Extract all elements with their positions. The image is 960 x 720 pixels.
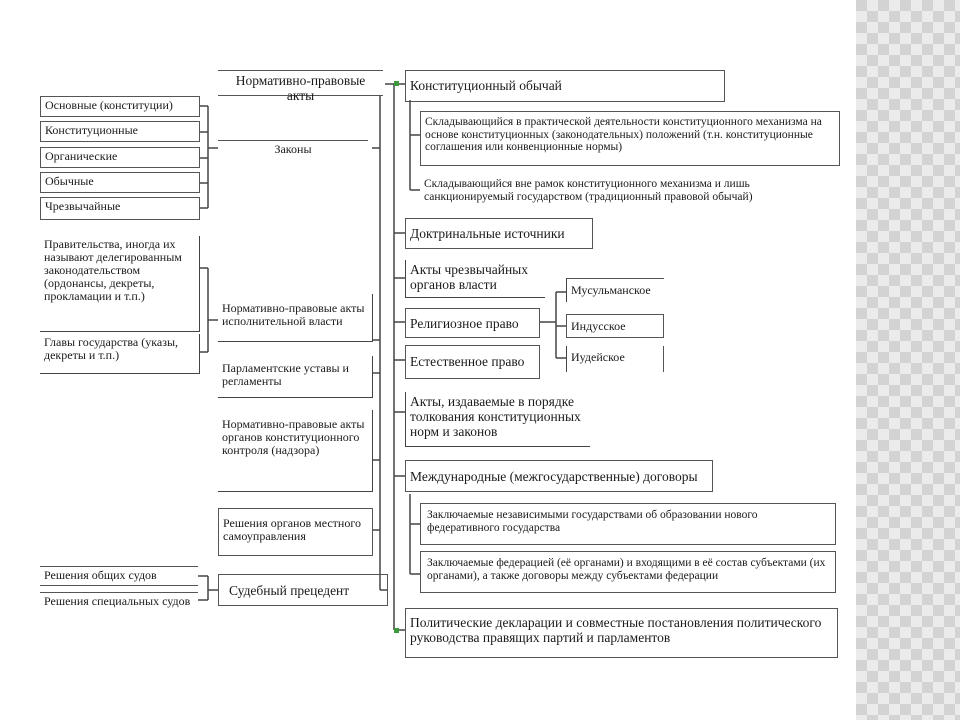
decorative-side-panel xyxy=(856,0,960,720)
judicial-precedent: Судебный прецедент xyxy=(218,574,388,606)
doctrinal-sources: Доктринальные источники xyxy=(405,218,593,249)
special-courts-decisions: Решения специальных судов xyxy=(40,592,198,612)
religious-jewish: Иудейское xyxy=(566,346,664,372)
law-type-organic: Органические xyxy=(40,147,200,168)
general-courts-decisions: Решения общих судов xyxy=(40,566,198,586)
local-government-decisions: Решения органов местного самоуправления xyxy=(218,508,373,556)
natural-law: Естественное право xyxy=(405,345,540,379)
treaty-new-federation: Заключаемые независимыми государствами о… xyxy=(420,503,836,545)
religious-law: Религиозное право xyxy=(405,308,540,338)
law-type-basic: Основные (конституции) xyxy=(40,96,200,117)
connector-lines xyxy=(198,81,566,633)
constitutional-custom: Конституционный обычай xyxy=(405,70,725,102)
parliament-regulations: Парламентские уставы и регламенты xyxy=(218,356,373,398)
political-declarations: Политические декларации и совместные пос… xyxy=(405,608,838,658)
custom-traditional: Складывающийся вне рамок конституционног… xyxy=(424,178,753,203)
root-normative-acts: Нормативно-правовые акты xyxy=(218,70,383,103)
constitutional-control-acts: Нормативно-правовые акты органов констит… xyxy=(218,410,373,492)
religious-hindu: Индусское xyxy=(566,314,664,338)
religious-muslim: Мусульманское xyxy=(566,278,664,302)
law-type-ordinary: Обычные xyxy=(40,172,200,193)
custom-practical: Складывающийся в практической деятельнос… xyxy=(420,111,840,166)
law-type-emergency: Чрезвычайные xyxy=(40,197,200,220)
law-type-constitutional: Конституционные xyxy=(40,121,200,142)
executive-government-acts: Правительства, иногда их называют делеги… xyxy=(40,236,200,332)
international-treaties: Международные (межгосударственные) догов… xyxy=(405,460,713,492)
executive-head-of-state-acts: Главы государства (указы, декреты и т.п.… xyxy=(40,334,200,374)
treaty-federation-subjects: Заключаемые федерацией (её органами) и в… xyxy=(420,551,836,593)
executive-acts: Нормативно-правовые акты исполнительной … xyxy=(218,294,373,342)
interpretation-acts: Акты, издаваемые в порядке толкования ко… xyxy=(405,392,590,447)
laws-label: Законы xyxy=(218,140,368,158)
emergency-authority-acts: Акты чрезвычайных органов власти xyxy=(405,260,545,298)
